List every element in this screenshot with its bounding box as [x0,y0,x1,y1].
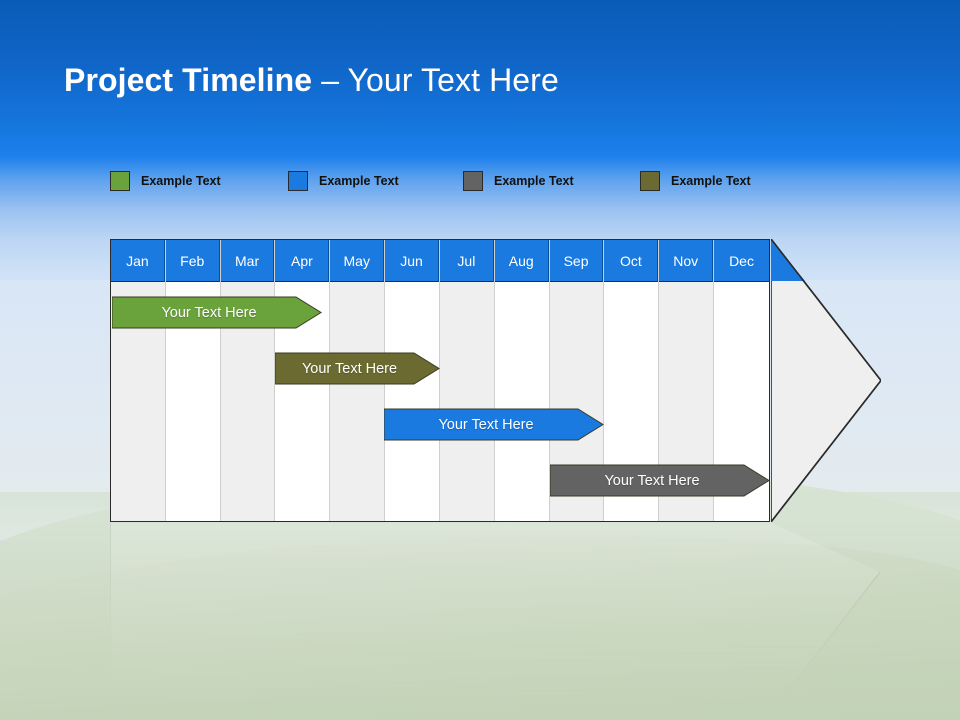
month-header-may[interactable]: May [330,240,385,282]
month-header-dec[interactable]: Dec [714,240,769,282]
legend-item[interactable]: Example Text [288,169,399,193]
legend-item[interactable]: Example Text [110,169,221,193]
timeline-column-jan: Jan [111,240,166,521]
month-header-jun[interactable]: Jun [385,240,439,282]
page-title-separator: – [312,62,348,98]
timeline-task-bar[interactable]: Your Text Here [550,464,770,497]
legend: Example Text Example Text Example Text Exam… [110,169,830,195]
legend-item[interactable]: Example Text [463,169,574,193]
timeline-task-bar[interactable]: Your Text Here [275,352,440,385]
task-bar-arrow-icon [275,352,440,385]
month-header-mar[interactable]: Mar [220,240,275,282]
month-header-apr[interactable]: Apr [275,240,330,282]
timeline-task-bar[interactable]: Your Text Here [112,296,322,329]
month-header-jul[interactable]: Jul [439,240,494,282]
legend-label: Example Text [141,174,221,188]
month-header-oct[interactable]: Oct [604,240,659,282]
timeline-column-aug: Aug [494,240,550,521]
legend-swatch-icon [463,171,483,191]
month-header-jan[interactable]: Jan [111,240,165,282]
timeline-column-feb: Feb [165,240,221,521]
timeline-arrowhead-icon [771,239,881,522]
month-header-nov[interactable]: Nov [659,240,714,282]
page-title-light: Your Text Here [347,62,559,98]
legend-label: Example Text [671,174,751,188]
legend-label: Example Text [319,174,399,188]
task-bar-arrow-icon [550,464,770,497]
timeline-column-mar: Mar [220,240,276,521]
task-bar-arrow-icon [112,296,322,329]
page-title-strong: Project Timeline [64,62,313,98]
legend-label: Example Text [494,174,574,188]
timeline-column-jul: Jul [439,240,495,521]
task-bar-label: Your Text Here [301,360,398,377]
page-title: Project Timeline – Your Text Here [64,58,559,102]
task-bar-label: Your Text Here [161,304,257,321]
legend-swatch-icon [640,171,660,191]
month-header-feb[interactable]: Feb [165,240,220,282]
legend-item[interactable]: Example Text [640,169,751,193]
task-bar-label: Your Text Here [438,416,534,433]
legend-swatch-icon [288,171,308,191]
month-header-aug[interactable]: Aug [494,240,549,282]
month-header-sep[interactable]: Sep [549,240,604,282]
legend-swatch-icon [110,171,130,191]
timeline-task-bar[interactable]: Your Text Here [384,408,604,441]
task-bar-label: Your Text Here [604,472,700,489]
task-bar-arrow-icon [384,408,604,441]
